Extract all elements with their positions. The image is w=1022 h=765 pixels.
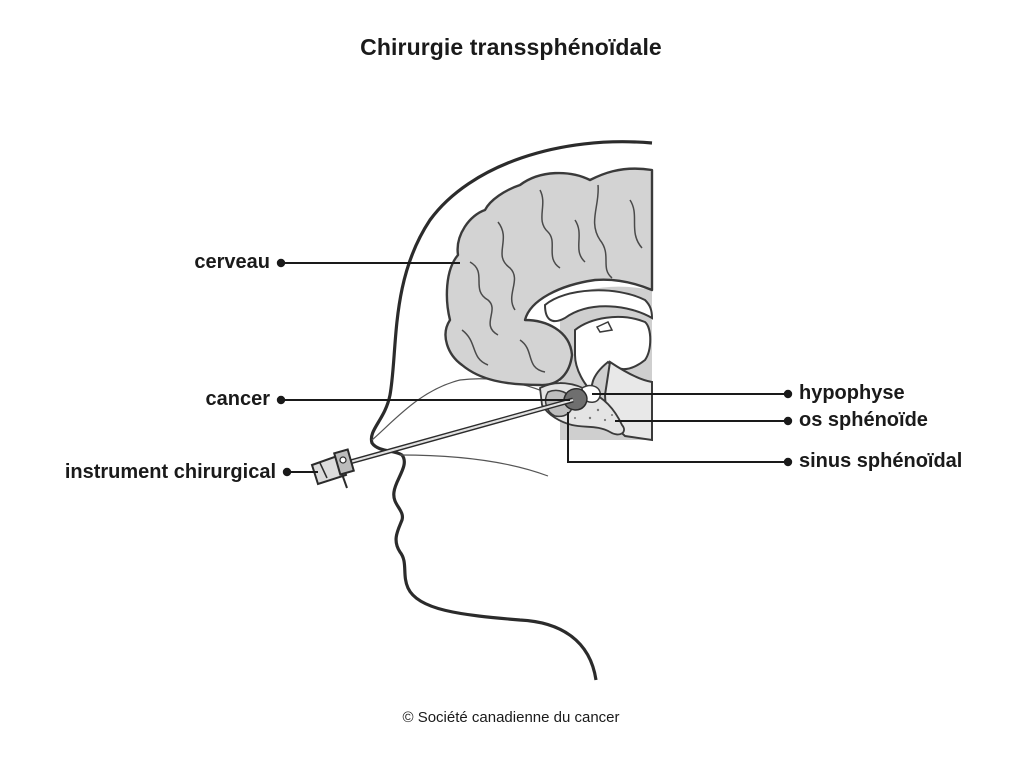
label-cerveau: cerveau [194,251,270,273]
label-hypophyse: hypophyse [799,382,905,404]
ventricle [595,321,614,333]
brain-gyri [461,184,643,373]
copyright-credit: © Société canadienne du cancer [402,709,620,726]
label-instrument-chirurgical: instrument chirurgical [64,461,276,483]
surgical-instrument [310,397,574,489]
corpus-callosum [543,289,654,323]
label-os-sphenoide: os sphénoïde [799,409,928,431]
leader-sinus [567,412,788,463]
palate-line [399,454,549,477]
tumor [563,388,588,411]
head-profile-outline [369,140,653,681]
leader-lines [276,258,793,477]
brain-cortex [444,167,654,387]
label-sinus-sphenoidal: sinus sphénoïdal [799,450,963,472]
label-cancer: cancer [205,388,271,410]
diagram-title: Chirurgie transsphénoïdale [360,34,662,60]
